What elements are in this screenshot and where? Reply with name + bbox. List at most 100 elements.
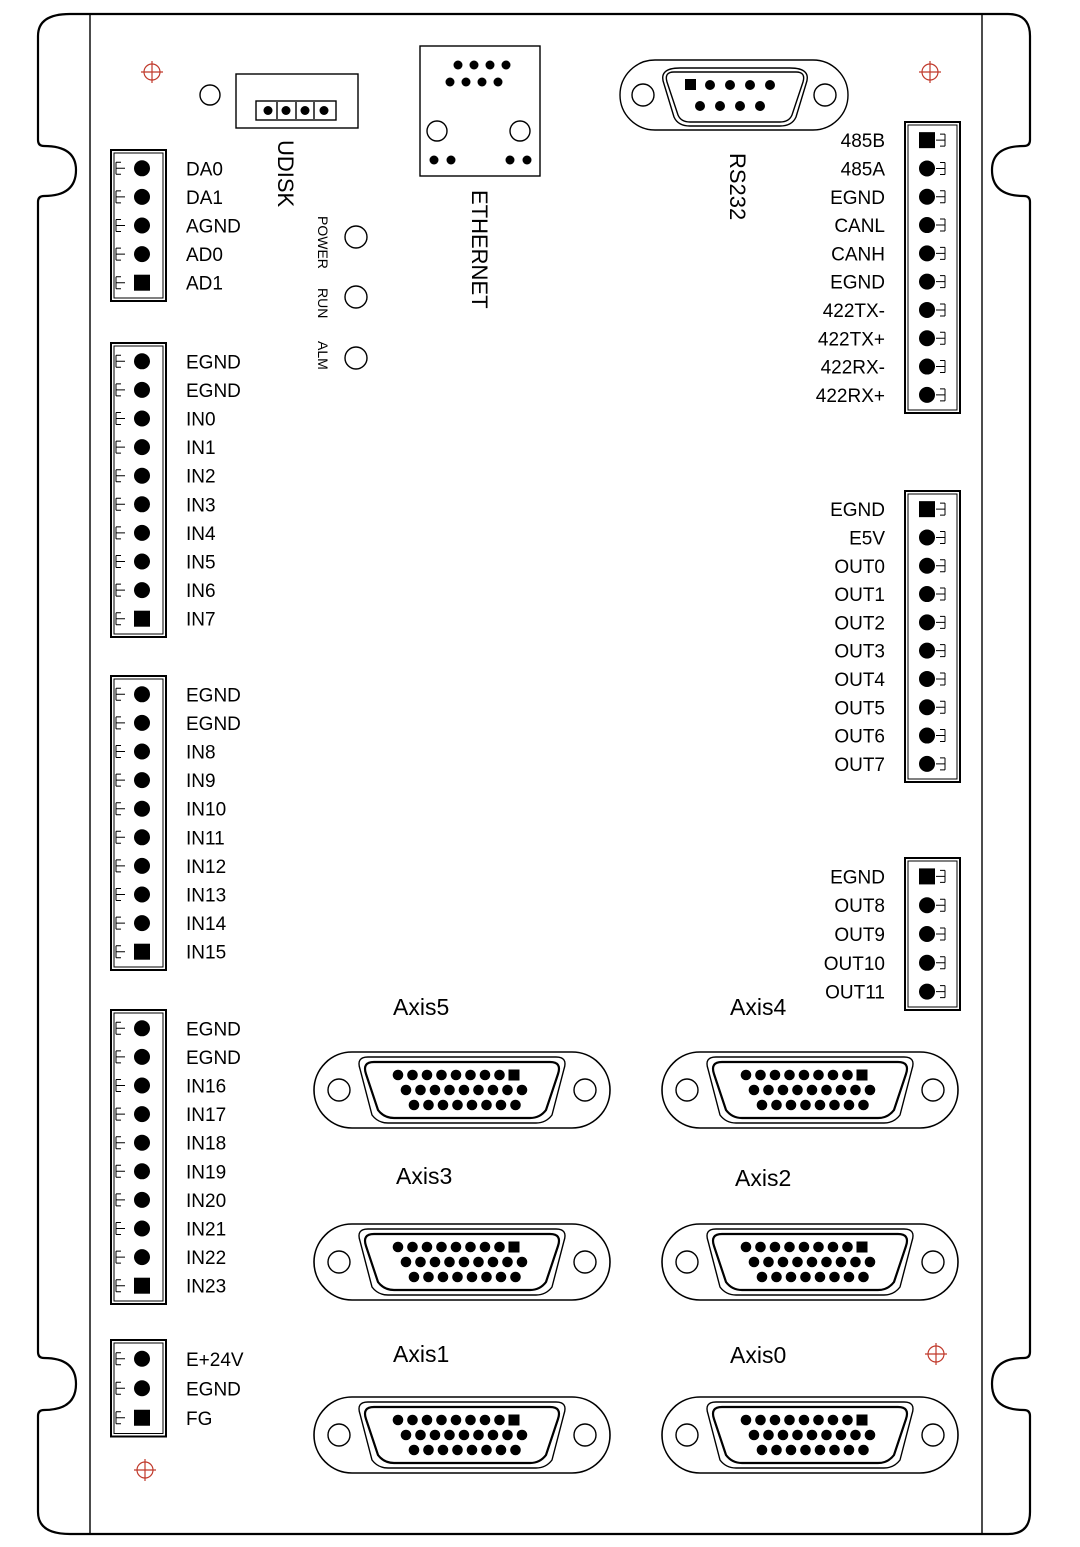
terminal-label-inputs-8-15-6: IN12 bbox=[186, 857, 226, 878]
terminal-label-inputs-0-7-5: IN3 bbox=[186, 495, 216, 516]
terminal-pin-inputs-0-7-2 bbox=[134, 410, 150, 427]
terminal-pin-outputs-0-7-1 bbox=[919, 529, 935, 546]
axis-label: Axis1 bbox=[393, 1341, 449, 1367]
terminal-pin-inputs-8-15-9 bbox=[134, 943, 150, 960]
terminal-label-outputs-8-11-2: OUT9 bbox=[834, 925, 885, 946]
terminal-label-outputs-0-7-9: OUT7 bbox=[834, 755, 885, 776]
terminal-pin-inputs-0-7-0 bbox=[134, 353, 150, 370]
terminal-pin-inputs-0-7-7 bbox=[134, 553, 150, 570]
power-led bbox=[344, 225, 368, 249]
terminal-label-inputs-8-15-3: IN9 bbox=[186, 771, 216, 792]
terminal-pin-outputs-0-7-4 bbox=[919, 614, 935, 631]
terminal-label-inputs-0-7-9: IN7 bbox=[186, 610, 216, 631]
terminal-label-outputs-0-7-8: OUT6 bbox=[834, 727, 885, 748]
terminal-label-inputs-16-23-9: IN23 bbox=[186, 1277, 226, 1298]
axis-label: Axis4 bbox=[730, 994, 786, 1020]
terminal-label-power-1: EGND bbox=[186, 1379, 241, 1400]
terminal-pin-inputs-8-15-8 bbox=[134, 915, 150, 932]
terminal-label-analog-2: AGND bbox=[186, 217, 241, 238]
panel-outline bbox=[36, 12, 1032, 1536]
terminal-pin-comm-7 bbox=[919, 330, 935, 347]
terminal-pin-comm-4 bbox=[919, 245, 935, 262]
terminal-label-inputs-16-23-5: IN19 bbox=[186, 1162, 226, 1183]
terminal-label-inputs-16-23-2: IN16 bbox=[186, 1077, 226, 1098]
terminal-pin-power-1 bbox=[134, 1380, 150, 1397]
terminal-label-inputs-8-15-9: IN15 bbox=[186, 943, 226, 964]
terminal-pin-comm-5 bbox=[919, 273, 935, 290]
terminal-pin-inputs-16-23-6 bbox=[134, 1191, 150, 1208]
terminal-label-inputs-8-15-8: IN14 bbox=[186, 914, 227, 935]
terminal-label-outputs-0-7-5: OUT3 bbox=[834, 642, 885, 663]
terminal-pin-comm-0 bbox=[919, 132, 935, 149]
terminal-label-inputs-0-7-1: EGND bbox=[186, 381, 241, 402]
terminal-pin-inputs-8-15-3 bbox=[134, 772, 150, 789]
terminal-label-inputs-16-23-0: EGND bbox=[186, 1019, 241, 1040]
terminal-pin-inputs-16-23-2 bbox=[134, 1077, 150, 1094]
terminal-label-power-2: FG bbox=[186, 1409, 212, 1430]
terminal-label-inputs-0-7-0: EGND bbox=[186, 352, 241, 373]
rs232-port bbox=[619, 59, 849, 131]
terminal-pin-comm-3 bbox=[919, 217, 935, 234]
terminal-label-outputs-8-11-4: OUT11 bbox=[825, 983, 885, 1004]
terminal-pin-inputs-0-7-6 bbox=[134, 524, 150, 541]
terminal-label-inputs-8-15-2: IN8 bbox=[186, 743, 216, 764]
terminal-block-power: E+24V EGND FG bbox=[110, 1339, 244, 1438]
terminal-label-comm-1: 485A bbox=[841, 159, 886, 180]
led-label-power: POWER bbox=[315, 216, 331, 269]
led-label-run: RUN bbox=[315, 288, 331, 318]
axis-port-axis2: Axis2 bbox=[661, 1165, 959, 1301]
ethernet-label: ETHERNET bbox=[467, 190, 492, 309]
terminal-label-outputs-0-7-1: E5V bbox=[849, 528, 885, 549]
terminal-label-inputs-16-23-7: IN21 bbox=[186, 1220, 226, 1241]
terminal-label-comm-0: 485B bbox=[841, 131, 885, 152]
terminal-label-outputs-0-7-0: EGND bbox=[830, 500, 885, 521]
terminal-pin-outputs-8-11-1 bbox=[919, 897, 935, 914]
terminal-label-outputs-8-11-0: EGND bbox=[830, 867, 885, 888]
terminal-label-inputs-16-23-1: EGND bbox=[186, 1048, 241, 1069]
led-label-alm: ALM bbox=[315, 341, 331, 370]
rs232-label: RS232 bbox=[725, 153, 750, 220]
run-led bbox=[344, 285, 368, 309]
terminal-pin-inputs-16-23-7 bbox=[134, 1220, 150, 1237]
terminal-label-power-0: E+24V bbox=[186, 1350, 244, 1371]
terminal-pin-inputs-0-7-3 bbox=[134, 439, 150, 456]
terminal-label-analog-1: DA1 bbox=[186, 188, 223, 209]
terminal-pin-comm-2 bbox=[919, 188, 935, 205]
terminal-pin-outputs-0-7-6 bbox=[919, 670, 935, 687]
terminal-pin-inputs-0-7-4 bbox=[134, 467, 150, 484]
terminal-pin-comm-8 bbox=[919, 358, 935, 375]
terminal-label-inputs-8-15-7: IN13 bbox=[186, 886, 226, 907]
terminal-label-outputs-8-11-1: OUT8 bbox=[834, 896, 885, 917]
terminal-pin-analog-2 bbox=[134, 217, 150, 234]
terminal-label-comm-5: EGND bbox=[830, 273, 885, 294]
left-terminal-blocks: DA0DA1AGNDAD0AD1EGNDEGNDIN0IN1IN2IN3IN4I… bbox=[110, 149, 244, 1438]
terminal-pin-analog-3 bbox=[134, 246, 150, 263]
terminal-pin-comm-9 bbox=[919, 386, 935, 403]
mount-mark-top-left bbox=[141, 61, 163, 83]
terminal-label-inputs-16-23-8: IN22 bbox=[186, 1248, 226, 1269]
terminal-label-inputs-0-7-3: IN1 bbox=[186, 438, 216, 459]
terminal-pin-inputs-16-23-5 bbox=[134, 1163, 150, 1180]
terminal-label-analog-0: DA0 bbox=[186, 159, 223, 180]
terminal-pin-inputs-16-23-9 bbox=[134, 1277, 150, 1294]
terminal-label-outputs-0-7-2: OUT0 bbox=[834, 557, 885, 578]
terminal-label-comm-7: 422TX+ bbox=[818, 329, 885, 350]
terminal-label-comm-6: 422TX- bbox=[823, 301, 885, 322]
terminal-label-outputs-0-7-4: OUT2 bbox=[834, 613, 885, 634]
terminal-pin-outputs-0-7-9 bbox=[919, 755, 935, 772]
axis-label: Axis5 bbox=[393, 994, 449, 1020]
terminal-label-comm-4: CANH bbox=[831, 244, 885, 265]
terminal-pin-inputs-8-15-1 bbox=[134, 714, 150, 731]
terminal-pin-outputs-0-7-8 bbox=[919, 727, 935, 744]
terminal-label-outputs-0-7-3: OUT1 bbox=[834, 585, 885, 606]
terminal-label-inputs-0-7-4: IN2 bbox=[186, 467, 216, 488]
terminal-pin-inputs-0-7-1 bbox=[134, 381, 150, 398]
udisk-port bbox=[235, 73, 359, 129]
terminal-pin-inputs-16-23-3 bbox=[134, 1106, 150, 1123]
terminal-pin-inputs-0-7-9 bbox=[134, 610, 150, 627]
